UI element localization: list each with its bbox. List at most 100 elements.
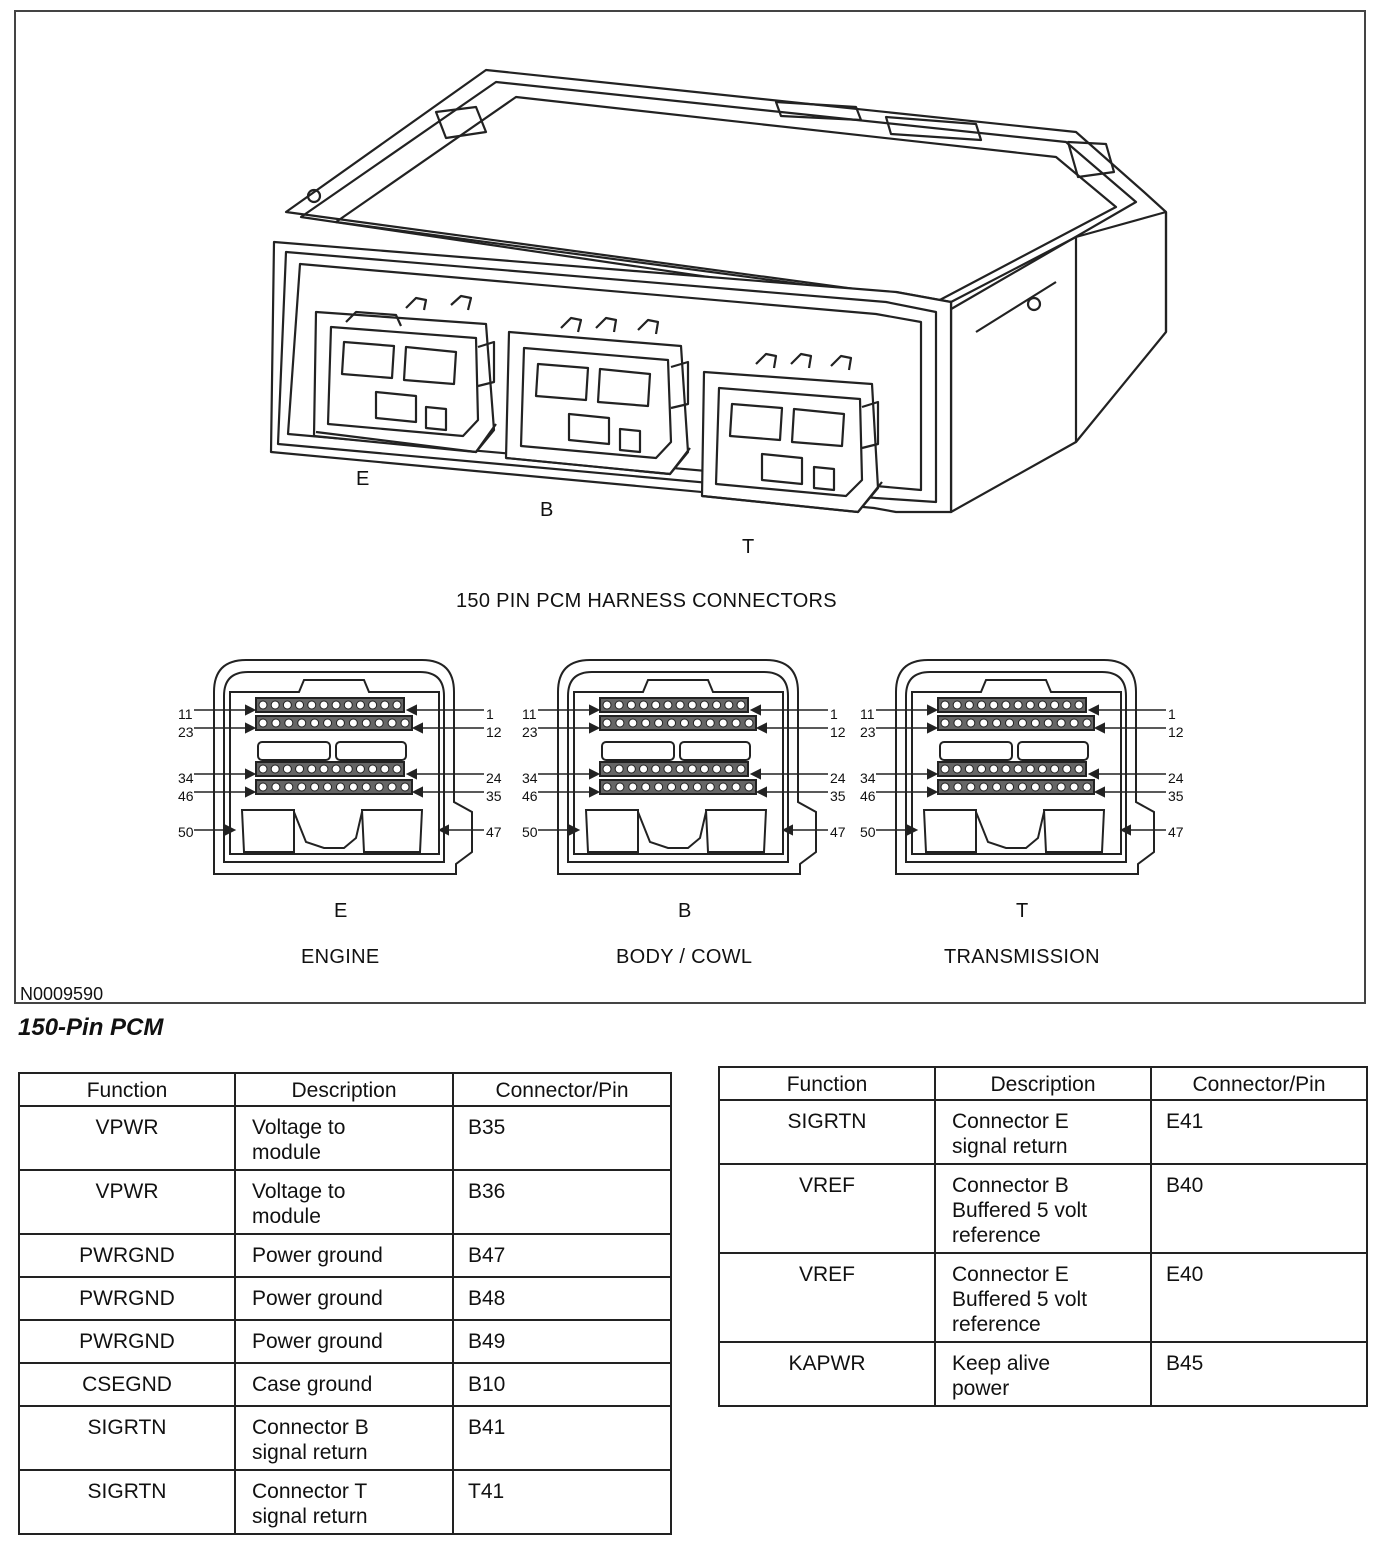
cell-function: CSEGND (18, 1362, 236, 1407)
pin-label-left: 46 (860, 788, 876, 804)
section-title: 150-Pin PCM (18, 1014, 164, 1041)
pin-label-right: 24 (830, 770, 846, 786)
cell-connector-pin: B49 (452, 1319, 672, 1364)
cell-connector-pin: B45 (1150, 1341, 1368, 1407)
pin-label-left: 34 (178, 770, 194, 786)
pin-label-right: 1 (486, 706, 494, 722)
cell-description: Power ground (234, 1276, 454, 1321)
cell-function: PWRGND (18, 1276, 236, 1321)
description-line: Connector E (952, 1263, 1069, 1286)
cell-connector-pin: B35 (452, 1105, 672, 1171)
description-line: Buffered 5 volt (952, 1288, 1088, 1311)
description-line: Buffered 5 volt (952, 1199, 1088, 1222)
cell-function: VPWR (18, 1169, 236, 1235)
connector-face-e (194, 659, 484, 875)
connector-face-name: ENGINE (301, 946, 380, 968)
connector-face-t (876, 659, 1166, 875)
cell-function: SIGRTN (718, 1099, 936, 1165)
description-line: Keep alive (952, 1352, 1051, 1375)
cell-connector-pin: B41 (452, 1405, 672, 1471)
description-line: reference (952, 1224, 1041, 1247)
header-connector-pin: Connector/Pin (452, 1072, 672, 1107)
pin-label-right: 1 (1168, 706, 1176, 722)
description-line: Connector T (252, 1480, 368, 1503)
header-function: Function (718, 1066, 936, 1101)
module-connector-label-e: E (356, 468, 370, 490)
figure-id: N0009590 (20, 984, 104, 1004)
cell-connector-pin: B36 (452, 1169, 672, 1235)
description-line: Voltage to (252, 1116, 346, 1139)
pin-label-right: 47 (486, 824, 502, 840)
description-line: signal return (252, 1505, 368, 1528)
header-description: Description (234, 1072, 454, 1107)
pcm-module-drawing (269, 68, 1168, 514)
connector-face-letter: E (334, 900, 348, 922)
description-line: signal return (952, 1135, 1068, 1158)
cell-description: Power ground (234, 1319, 454, 1364)
pin-label-left: 50 (178, 824, 194, 840)
cell-description: Power ground (234, 1233, 454, 1278)
cell-connector-pin: E40 (1150, 1252, 1368, 1343)
description-line: Connector E (952, 1110, 1069, 1133)
cell-connector-pin: B48 (452, 1276, 672, 1321)
cell-function: VREF (718, 1163, 936, 1254)
description-line: Power ground (252, 1244, 383, 1267)
pin-label-left: 50 (522, 824, 538, 840)
cell-function: SIGRTN (18, 1405, 236, 1471)
connector-face-letter: B (678, 900, 692, 922)
description-line: Case ground (252, 1373, 373, 1396)
pin-label-right: 24 (1168, 770, 1184, 786)
pin-label-left: 23 (522, 724, 538, 740)
cell-connector-pin: B40 (1150, 1163, 1368, 1254)
pin-label-left: 11 (522, 706, 537, 722)
module-connector-label-b: B (540, 499, 554, 521)
connector-face-letter: T (1016, 900, 1029, 922)
description-line: reference (952, 1313, 1041, 1336)
cell-connector-pin: B10 (452, 1362, 672, 1407)
table-row: CSEGND Case ground B10 (18, 1362, 672, 1407)
pin-label-right: 12 (1168, 724, 1184, 740)
connector-face-name: BODY / COWL (616, 946, 753, 968)
pin-label-right: 35 (830, 788, 846, 804)
description-line: Connector B (952, 1174, 1069, 1197)
description-line: module (252, 1205, 321, 1228)
pin-label-right: 24 (486, 770, 502, 786)
description-line: Voltage to (252, 1180, 346, 1203)
description-line: Power ground (252, 1330, 383, 1353)
pin-label-right: 47 (830, 824, 846, 840)
pin-label-left: 34 (860, 770, 876, 786)
pin-label-left: 23 (860, 724, 876, 740)
cell-function: VREF (718, 1252, 936, 1343)
cell-function: VPWR (18, 1105, 236, 1171)
description-line: Connector B (252, 1416, 369, 1439)
pin-table-right: Function Description Connector/Pin SIGRT… (718, 1066, 1368, 1407)
cell-connector-pin: B47 (452, 1233, 672, 1278)
pin-label-right: 35 (1168, 788, 1184, 804)
pin-label-left: 23 (178, 724, 194, 740)
pin-label-right: 12 (486, 724, 502, 740)
pin-label-left: 46 (522, 788, 538, 804)
cell-description: Case ground (234, 1362, 454, 1407)
pin-label-left: 34 (522, 770, 538, 786)
description-line: power (952, 1377, 1010, 1400)
description-line: module (252, 1141, 321, 1164)
cell-function: PWRGND (18, 1319, 236, 1364)
pin-label-right: 35 (486, 788, 502, 804)
header-connector-pin: Connector/Pin (1150, 1066, 1368, 1101)
pin-label-left: 50 (860, 824, 876, 840)
pin-label-right: 12 (830, 724, 846, 740)
